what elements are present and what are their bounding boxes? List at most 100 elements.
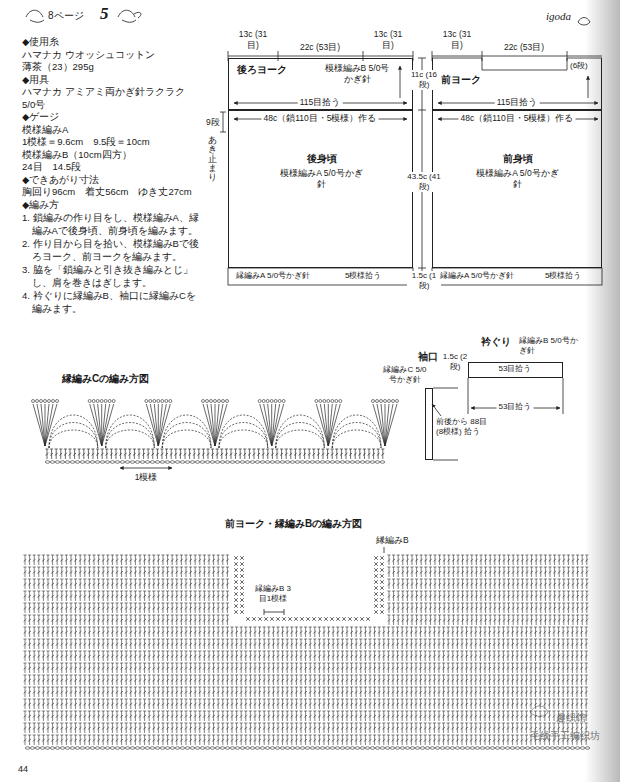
chain-stitch [130,461,134,464]
chain-stitch [345,747,349,750]
chart-title: 縁編みCの編み方図 [62,373,149,386]
header-ornament [26,10,44,22]
chain-stitch [150,747,154,750]
chain-stitch [485,747,489,750]
chain-stitch [400,747,404,750]
chain-stitch [495,747,499,750]
chain-stitch [75,747,79,750]
chain-stitch [190,461,194,464]
picot [157,400,160,403]
chain-stitch [195,747,199,750]
chain-stitch [180,747,184,750]
chain-stitch [105,747,109,750]
chain-stitch [235,461,239,464]
chain-stitch [330,461,334,464]
chain-stitch [295,461,299,464]
chain-stitch [95,461,99,464]
chain-stitch [250,747,254,750]
chain-stitch [355,747,359,750]
stitch-note: 縁編みA 5/0号かぎ針 [440,271,514,281]
chain-stitch [340,461,344,464]
dimension-label: 9段 [206,117,220,128]
chain-stitch [270,461,274,464]
chain-stitch [140,747,144,750]
chain-stitch [520,747,524,750]
chain-stitch [305,747,309,750]
dimension-line [228,51,413,61]
dimension-label: (6段) [570,61,588,71]
chain-stitch [410,747,414,750]
dimension-label: 13c (31目) [370,29,406,50]
chain-stitch [555,747,559,750]
dimension-label: 13c (31目) [235,29,271,50]
page-number: 44 [18,764,28,775]
chain-stitch [190,747,194,750]
chain-stitch [465,747,469,750]
chain-stitch [455,747,459,750]
chain-stitch [440,747,444,750]
picot [327,400,330,403]
chain-stitch [70,747,74,750]
chain-stitch [120,747,124,750]
chain-stitch [435,747,439,750]
chain-stitch [185,461,189,464]
chain-stitch [345,461,349,464]
picot [210,400,213,403]
chain-stitch [300,747,304,750]
chain-stitch [320,461,324,464]
chain-stitch [425,747,429,750]
chain-stitch [355,461,359,464]
dimension-line [220,112,226,132]
pickup-note: 5模様拾う [345,271,381,281]
chain-stitch [380,747,384,750]
chain-stitch [55,747,59,750]
chain-stitch [90,747,94,750]
chain-stitch [580,747,584,750]
header-ornament [578,18,590,26]
chain-stitch [230,747,234,750]
picot [32,400,35,403]
picot [153,400,156,403]
chain-stitch [120,461,124,464]
chain-stitch [390,747,394,750]
piece-name: 前ヨーク [441,74,481,87]
chain-stitch [215,747,219,750]
picot [108,400,111,403]
picot [274,400,277,403]
instruction-text: 模様編みA [22,124,204,137]
chain-stitch [205,461,209,464]
chain-stitch [415,747,419,750]
instruction-text: 薄茶（23）295g [22,61,204,74]
chain-stitch [265,747,269,750]
chain-stitch [270,747,274,750]
chain-stitch [385,747,389,750]
chain-stitch [85,747,89,750]
chain-stitch [470,747,474,750]
chain-stitch [230,461,234,464]
chain-stitch [25,747,29,750]
picot [165,400,168,403]
chain-stitch [165,747,169,750]
chain-stitch [490,747,494,750]
chain-stitch [285,461,289,464]
picot [96,400,99,403]
chain-stitch [170,747,174,750]
chain-stitch [95,747,99,750]
pickup-note: 115目拾う [298,97,343,108]
instruction-text: 4. 衿ぐりに縁編みB、袖口に縁編みCを編みます。 [22,290,204,315]
repeat-bracket [120,468,172,469]
chain-stitch [225,747,229,750]
direction-arrow [400,66,401,98]
chain-stitch [460,747,464,750]
chain-stitch [45,747,49,750]
chain-stitch [540,747,544,750]
chain-stitch [255,747,259,750]
chain-stitch [145,461,149,464]
picot [36,400,39,403]
hem-border [432,268,602,285]
chain-stitch [535,747,539,750]
piece-name: 後ろヨーク [237,64,287,77]
chain-stitch [175,747,179,750]
chain-stitch [360,461,364,464]
picot [319,400,322,403]
